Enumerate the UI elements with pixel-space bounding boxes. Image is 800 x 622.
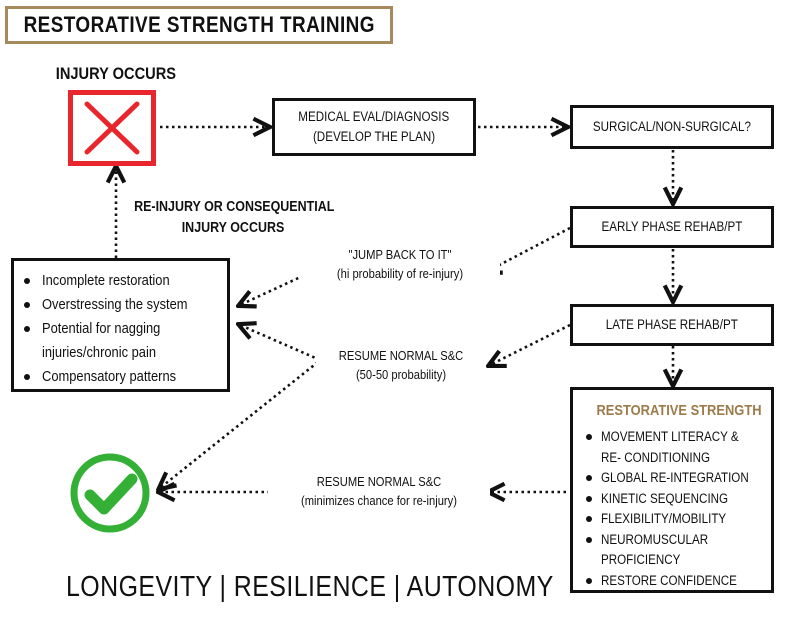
arrow-early-to-jump	[486, 226, 571, 272]
resume-normal-line2: (50-50 probability)	[355, 367, 447, 382]
arrow-resume-to-check	[160, 360, 319, 488]
rs-item: GLOBAL RE-INTEGRATION	[583, 468, 767, 489]
resume-normal-line1: RESUME NORMAL S&C	[338, 348, 464, 363]
restorative-strength-box: RESTORATIVE STRENGTH MOVEMENT LITERACY &…	[570, 387, 774, 593]
reinjury-line2: INJURY OCCURS	[181, 220, 285, 236]
rs-item: FLEXIBILITY/MOBILITY	[583, 509, 767, 530]
resume-minimized-line1: RESUME NORMAL S&C	[316, 474, 442, 489]
title-box: RESTORATIVE STRENGTH TRAINING	[5, 6, 393, 44]
resume-normal-label: RESUME NORMAL S&C (50-50 probability)	[316, 346, 486, 384]
x-mark-icon	[68, 90, 156, 166]
injury-occurs-label-wrap: INJURY OCCURS	[28, 63, 204, 84]
footer-tagline-wrap: LONGEVITY | RESILIENCE | AUTONOMY	[66, 571, 554, 604]
risk-item: Compensatory patterns	[20, 365, 223, 389]
risk-box: Incomplete restoration Overstressing the…	[11, 258, 230, 392]
medical-eval-box: MEDICAL EVAL/DIAGNOSIS (DEVELOP THE PLAN…	[272, 98, 476, 156]
medical-eval-line2: (DEVELOP THE PLAN)	[312, 129, 436, 144]
arrow-resume-to-risks	[240, 325, 321, 362]
resume-minimized-line2: (minimizes chance for re-injury)	[301, 493, 457, 508]
restorative-strength-list: MOVEMENT LITERACY & RE- CONDITIONING GLO…	[583, 427, 767, 591]
jump-back-line2: (hi probability of re-injury)	[336, 266, 464, 281]
jump-back-label: "JUMP BACK TO IT" (hi probability of re-…	[300, 245, 500, 283]
jump-back-line1: "JUMP BACK TO IT"	[348, 247, 452, 262]
early-phase-box: EARLY PHASE REHAB/PT	[570, 206, 774, 248]
risk-item-continued: injuries/chronic pain	[42, 344, 157, 361]
page-title: RESTORATIVE STRENGTH TRAINING	[23, 12, 375, 37]
reinjury-line1: RE-INJURY OR CONSEQUENTIAL	[134, 199, 335, 215]
surgical-label: SURGICAL/NON-SURGICAL?	[592, 119, 752, 134]
rs-item: NEUROMUSCULAR	[583, 530, 767, 551]
rs-item-continued: PROFICIENCY	[601, 552, 681, 567]
restorative-strength-title: RESTORATIVE STRENGTH	[596, 402, 762, 419]
surgical-box: SURGICAL/NON-SURGICAL?	[570, 105, 774, 149]
risk-list: Incomplete restoration Overstressing the…	[20, 269, 223, 389]
resume-minimized-label: RESUME NORMAL S&C (minimizes chance for …	[268, 472, 490, 510]
risk-item: Potential for nagging	[20, 317, 223, 341]
late-phase-label: LATE PHASE REHAB/PT	[605, 317, 739, 332]
injury-occurs-label: INJURY OCCURS	[55, 64, 177, 83]
rs-item: RESTORE CONFIDENCE	[583, 571, 767, 592]
medical-eval-line1: MEDICAL EVAL/DIAGNOSIS	[298, 109, 450, 124]
footer-tagline: LONGEVITY | RESILIENCE | AUTONOMY	[66, 571, 554, 603]
check-circle-icon	[68, 451, 152, 535]
arrow-late-to-resume	[490, 323, 571, 365]
arrow-jump-to-risks	[240, 266, 321, 305]
reinjury-label: RE-INJURY OR CONSEQUENTIAL INJURY OCCURS	[118, 197, 348, 239]
risk-item: Overstressing the system	[20, 293, 223, 317]
rs-item: KINETIC SEQUENCING	[583, 489, 767, 510]
rs-item-continued: RE- CONDITIONING	[601, 449, 711, 465]
rs-item: MOVEMENT LITERACY &	[583, 427, 767, 448]
early-phase-label: EARLY PHASE REHAB/PT	[601, 219, 743, 234]
risk-item: Incomplete restoration	[20, 269, 223, 293]
late-phase-box: LATE PHASE REHAB/PT	[570, 304, 774, 346]
